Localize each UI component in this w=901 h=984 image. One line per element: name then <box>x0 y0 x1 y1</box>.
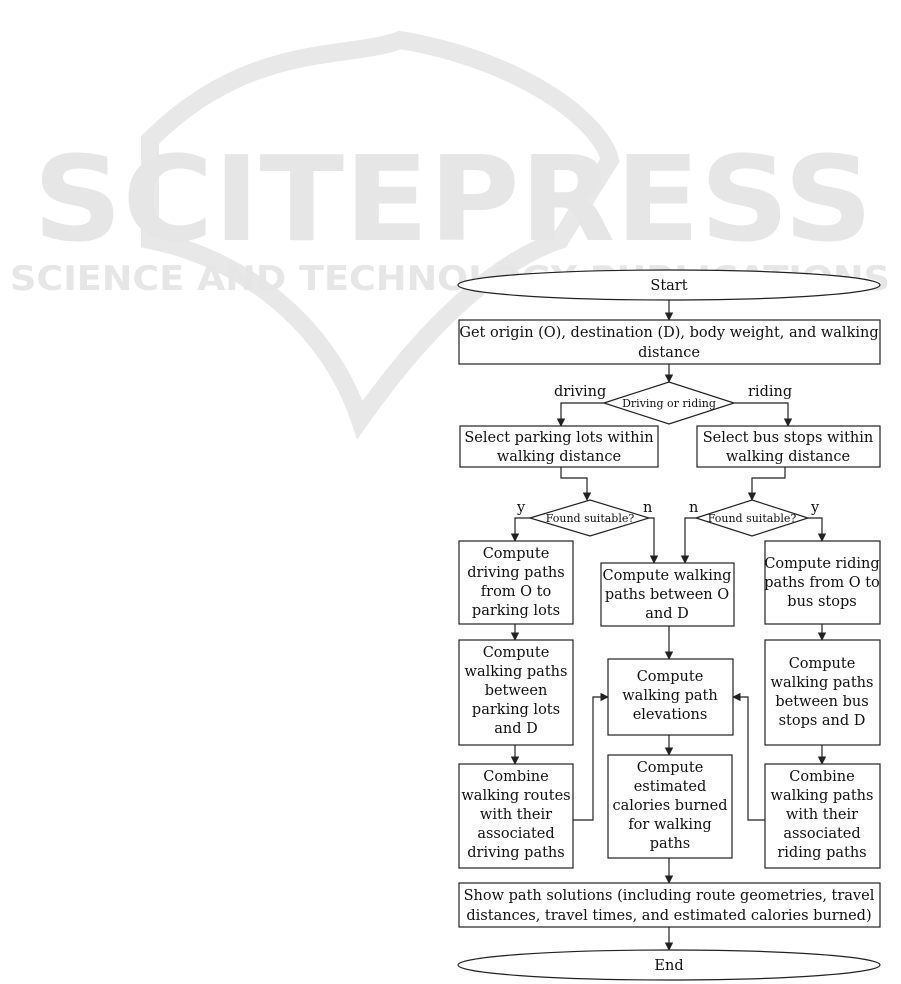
start-label: Start <box>650 278 687 294</box>
edge-right-n <box>680 517 696 564</box>
walking-od-line-2: and D <box>645 606 689 622</box>
walking-bus-line-2: between bus <box>775 694 868 710</box>
select-parking-line-1: walking distance <box>497 449 621 465</box>
calories-node: Compute estimated calories burned for wa… <box>607 754 733 859</box>
elevations-line-0: Compute <box>637 669 704 685</box>
edge-left-y <box>510 517 530 542</box>
label-riding: riding <box>748 384 792 400</box>
start-node: Start <box>457 269 881 301</box>
walking-parking-line-4: and D <box>494 721 538 737</box>
watermark-title: SCITEPRESS <box>33 130 873 268</box>
elevations-line-2: elevations <box>633 707 708 723</box>
select-bus-line-1: walking distance <box>726 449 850 465</box>
calories-line-1: estimated <box>634 779 707 795</box>
walking-parking-line-3: parking lots <box>472 702 560 718</box>
combine-driving-line-3: associated <box>477 826 554 842</box>
select-parking-node: Select parking lots within walking dista… <box>459 425 659 468</box>
walking-parking-line-2: between <box>485 683 548 699</box>
driving-paths-line-1: driving paths <box>467 565 564 581</box>
combine-driving-line-0: Combine <box>483 769 548 785</box>
driving-paths-line-2: from O to <box>481 584 551 600</box>
label-n-left: n <box>643 500 652 516</box>
label-n-right: n <box>689 500 698 516</box>
combine-riding-line-0: Combine <box>789 769 854 785</box>
walking-od-line-0: Compute walking <box>603 568 732 584</box>
found-right-label: Found suitable? <box>708 512 797 525</box>
riding-paths-line-2: bus stops <box>787 594 856 610</box>
walking-bus-line-3: stops and D <box>779 713 866 729</box>
found-left-node: Found suitable? <box>527 499 652 537</box>
riding-paths-line-1: paths from O to <box>764 575 880 591</box>
show-solutions-line-0: Show path solutions (including route geo… <box>464 888 875 904</box>
combine-driving-line-4: driving paths <box>467 845 564 861</box>
combine-driving-line-2: with their <box>480 807 552 823</box>
calories-line-4: paths <box>650 836 691 852</box>
combine-riding-line-4: riding paths <box>777 845 866 861</box>
select-bus-line-0: Select bus stops within <box>703 430 873 446</box>
edge-bus-to-found <box>747 467 786 501</box>
combine-driving-node: Combine walking routes with their associ… <box>458 763 574 869</box>
edge-combine-driving-to-elevations <box>573 692 609 821</box>
label-y-left: y <box>516 500 526 516</box>
get-input-line-1: distance <box>638 345 700 361</box>
elevations-line-1: walking path <box>622 688 717 704</box>
select-bus-node: Select bus stops within walking distance <box>696 425 881 468</box>
walking-od-node: Compute walking paths between O and D <box>600 562 735 627</box>
combine-riding-line-1: walking paths <box>771 788 874 804</box>
select-parking-line-0: Select parking lots within <box>464 430 653 446</box>
walking-bus-node: Compute walking paths between bus stops … <box>764 639 881 746</box>
end-node: End <box>457 949 881 981</box>
edge-riding <box>734 402 793 427</box>
walking-parking-node: Compute walking paths between parking lo… <box>458 639 574 746</box>
found-left-label: Found suitable? <box>546 512 635 525</box>
edge-parking-to-found <box>560 467 592 501</box>
edge-right-y <box>808 517 827 542</box>
driving-paths-line-3: parking lots <box>472 603 560 619</box>
calories-line-2: calories burned <box>612 798 727 814</box>
combine-riding-node: Combine walking paths with their associa… <box>764 763 881 869</box>
show-solutions-line-1: distances, travel times, and estimated c… <box>466 908 871 924</box>
combine-riding-line-2: with their <box>786 807 858 823</box>
decision-mode-label: Driving or riding <box>622 397 716 410</box>
walking-bus-line-1: walking paths <box>771 675 874 691</box>
label-y-right: y <box>810 500 820 516</box>
riding-paths-line-0: Compute riding <box>764 556 879 572</box>
walking-bus-line-0: Compute <box>789 656 856 672</box>
edges <box>510 300 827 951</box>
edge-left-n <box>649 517 659 564</box>
watermark: SCITEPRESS SCIENCE AND TECHNOLOGY PUBLIC… <box>10 30 890 440</box>
driving-paths-node: Compute driving paths from O to parking … <box>458 540 574 625</box>
calories-line-3: for walking <box>628 817 711 833</box>
watermark-book-logo <box>141 30 620 440</box>
walking-parking-line-1: walking paths <box>465 664 568 680</box>
elevations-node: Compute walking path elevations <box>607 658 734 736</box>
show-solutions-node: Show path solutions (including route geo… <box>458 882 881 928</box>
found-right-node: Found suitable? <box>694 499 810 537</box>
edge-combine-riding-to-elevations <box>732 692 765 821</box>
decision-mode-node: Driving or riding <box>602 381 736 425</box>
get-input-line-0: Get origin (O), destination (D), body we… <box>459 325 878 341</box>
label-driving: driving <box>554 384 606 400</box>
get-input-node: Get origin (O), destination (D), body we… <box>458 319 881 365</box>
edge-driving <box>556 402 604 427</box>
walking-od-line-1: paths between O <box>605 587 729 603</box>
walking-parking-line-0: Compute <box>483 645 550 661</box>
calories-line-0: Compute <box>637 760 704 776</box>
combine-riding-line-3: associated <box>783 826 860 842</box>
driving-paths-line-0: Compute <box>483 546 550 562</box>
end-label: End <box>654 958 683 974</box>
riding-paths-node: Compute riding paths from O to bus stops <box>764 540 881 625</box>
combine-driving-line-1: walking routes <box>461 788 570 804</box>
